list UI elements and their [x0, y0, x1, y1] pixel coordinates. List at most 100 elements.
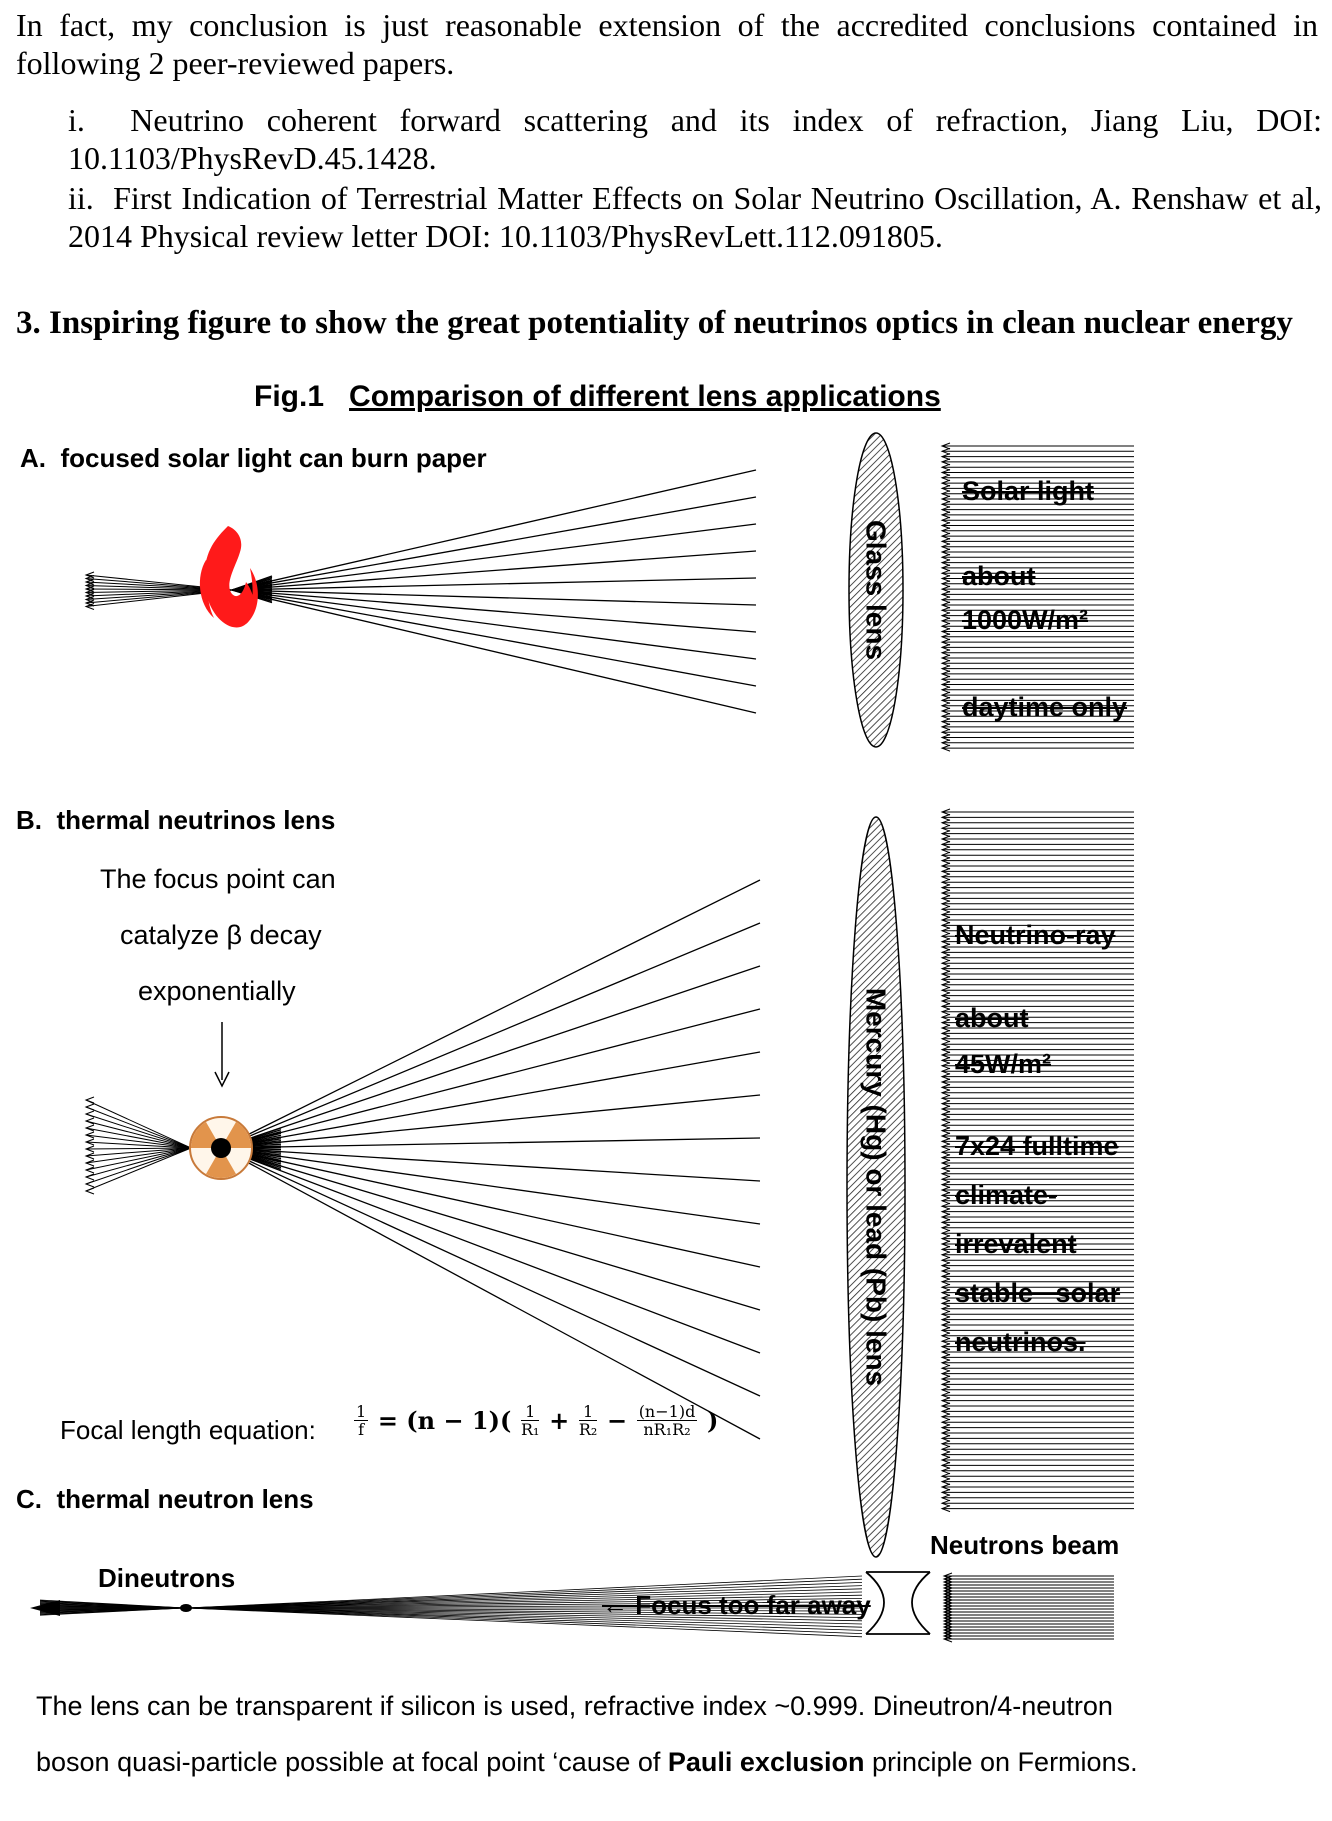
- beam-arrow: [940, 1494, 951, 1502]
- beam-arrow: [940, 1035, 951, 1043]
- footnote-line-2-start: boson quasi-particle possible at focal p…: [36, 1747, 668, 1777]
- ray-line: [185, 1604, 863, 1609]
- beam-arrow: [940, 1056, 951, 1064]
- beam-arrow: [940, 1272, 951, 1280]
- ray-line: [185, 1575, 863, 1609]
- beam-arrow: [940, 1451, 951, 1459]
- beam-arrow: [940, 559, 951, 567]
- focal-length-label: Focal length equation:: [60, 1415, 316, 1445]
- beam-arrow: [940, 696, 951, 704]
- focus-note-line-3: exponentially: [138, 976, 296, 1006]
- beam-arrow: [940, 1186, 951, 1194]
- back-ray-line: [85, 1134, 192, 1149]
- reference-1: i. Neutrino coherent forward scattering …: [68, 102, 1322, 176]
- beam-arrow: [940, 1456, 951, 1464]
- beam-arrow: [940, 675, 951, 683]
- neutrino-beam-text-5: climate-: [955, 1180, 1058, 1210]
- ray-line: [220, 922, 761, 1149]
- beam-arrow: [940, 1407, 951, 1415]
- ray-line: [220, 1147, 761, 1182]
- ray-line: [185, 1591, 863, 1609]
- beam-arrow: [942, 1596, 953, 1604]
- beam-arrow: [940, 851, 951, 859]
- ray-line: [231, 496, 757, 591]
- beam-arrow: [940, 1197, 951, 1205]
- beam-arrow: [940, 1240, 951, 1248]
- back-ray-line: [85, 1147, 192, 1185]
- ray-line: [220, 1008, 761, 1149]
- formula-plus: +: [549, 1406, 570, 1435]
- beam-arrow: [940, 1170, 951, 1178]
- beam-arrow: [940, 659, 951, 667]
- ray-line: [231, 523, 757, 591]
- beam-arrow: [940, 819, 951, 827]
- beam-arrow: [940, 986, 951, 994]
- glass-lens: [848, 432, 904, 748]
- beam-arrow: [940, 1116, 951, 1124]
- beam-arrow: [940, 1375, 951, 1383]
- dineutron-arrowheads: [30, 1600, 60, 1616]
- beam-arrow: [940, 954, 951, 962]
- footnote-line-1: The lens can be transparent if silicon i…: [36, 1691, 1113, 1721]
- beam-arrow: [940, 628, 951, 635]
- figure-caption: Fig.1 Comparison of different lens appli…: [254, 380, 941, 414]
- beam-arrow: [940, 718, 951, 726]
- beam-arrow: [940, 1256, 951, 1264]
- ray-line: [231, 469, 757, 591]
- beam-arrow: [940, 548, 951, 556]
- beam-arrow: [940, 1397, 951, 1405]
- formula-t2-den: R₂: [578, 1420, 598, 1439]
- beam-arrow: [940, 959, 951, 967]
- beam-arrow: [940, 1391, 951, 1399]
- beam-arrow: [940, 500, 951, 508]
- beam-arrow: [940, 442, 951, 450]
- ray-line: [185, 1585, 863, 1609]
- formula-mid: = (n − 1)(: [377, 1406, 512, 1435]
- beam-arrow: [942, 1629, 953, 1637]
- back-ray-arrow: [84, 1131, 95, 1139]
- beam-arrow: [940, 665, 951, 673]
- panel-a-converging-rays: [231, 469, 757, 714]
- panel-b-converging-rays: [220, 879, 761, 1440]
- panel-b-incoming-beam: [940, 808, 1134, 1513]
- beam-arrow: [940, 900, 951, 908]
- beam-arrow: [940, 1402, 951, 1410]
- beam-arrow: [940, 1040, 951, 1048]
- radiation-icon: [189, 1116, 253, 1180]
- beam-arrow: [940, 932, 951, 940]
- beam-arrow: [940, 1429, 951, 1437]
- ray-line: [220, 1147, 761, 1440]
- beam-arrow: [940, 606, 951, 614]
- ray-line: [220, 1137, 761, 1149]
- beam-arrow: [940, 873, 951, 881]
- beam-arrow: [940, 911, 951, 919]
- beam-arrow: [940, 981, 951, 989]
- beam-arrow: [940, 948, 951, 956]
- beam-arrow: [940, 889, 951, 897]
- back-ray-arrow: [84, 1152, 95, 1160]
- beam-arrow: [940, 1370, 951, 1378]
- beam-arrow: [942, 1626, 953, 1634]
- beam-arrow: [940, 1019, 951, 1027]
- beam-arrow: [940, 1245, 951, 1253]
- section-heading: 3. Inspiring figure to show the great po…: [16, 305, 1293, 341]
- beam-arrow: [940, 840, 951, 848]
- beam-arrow: [940, 617, 951, 625]
- beam-arrow: [942, 1584, 953, 1592]
- beam-arrow: [940, 681, 951, 688]
- beam-arrow: [940, 1213, 951, 1221]
- beam-arrow: [940, 490, 951, 498]
- beam-arrow: [940, 469, 951, 476]
- beam-arrow: [940, 878, 951, 886]
- beam-arrow: [940, 1278, 951, 1286]
- beam-arrow: [940, 527, 951, 535]
- ray-line: [185, 1607, 863, 1628]
- beam-arrow: [940, 1440, 951, 1448]
- panel-a-label: A. focused solar light can burn paper: [20, 443, 487, 473]
- beam-arrow: [940, 691, 951, 699]
- back-ray-line: [85, 1141, 192, 1149]
- back-ray-line: [85, 1147, 192, 1150]
- formula-t3-num: (n−1)d: [636, 1402, 698, 1421]
- beam-arrow: [940, 927, 951, 935]
